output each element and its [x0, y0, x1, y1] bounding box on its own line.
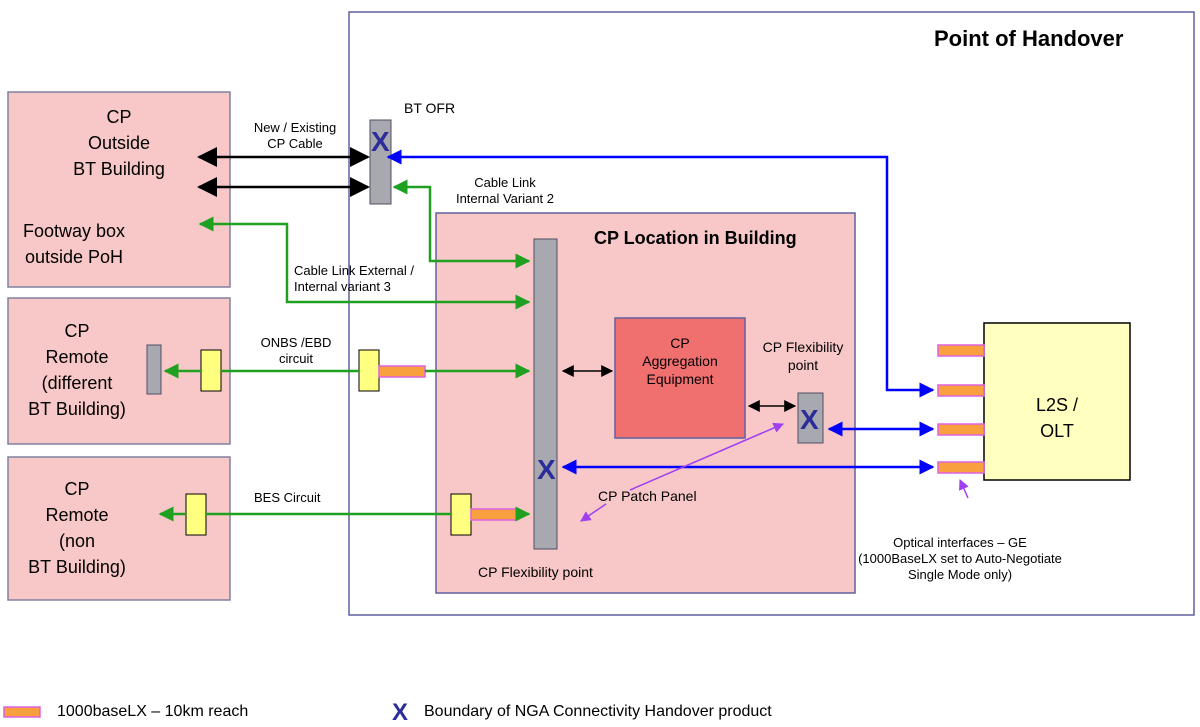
flex-point-right-bar [797, 392, 824, 444]
olt-port-1 [937, 344, 985, 357]
optical-pointer [959, 479, 969, 499]
patch-panel-label: CP Patch Panel [598, 488, 697, 504]
patch-panel-bar [533, 238, 558, 550]
olt-port-4 [937, 461, 985, 474]
bt-ofr-label: BT OFR [404, 100, 456, 116]
patch-panel-pointer-2 [580, 503, 607, 522]
cp-outside-box [7, 91, 231, 288]
patch-panel-x-mark: X [537, 454, 556, 485]
remote-grey-port [146, 344, 162, 395]
olt-port-2 [937, 384, 985, 397]
bes-remote-yellow-connector [185, 493, 207, 536]
flex-point-bottom-label: CP Flexibility point [478, 564, 593, 580]
legend-x-label: Boundary of NGA Connectivity Handover pr… [424, 703, 772, 720]
flex-point-x-mark: X [800, 404, 819, 435]
legend-port-label: 1000baseLX – 10km reach [57, 703, 249, 720]
patch-panel-pointer-1 [629, 422, 784, 491]
blue-ofr-link [386, 149, 935, 398]
l2s-olt-box [983, 322, 1131, 481]
bes-orange-port [470, 508, 518, 521]
ofr-x-mark: X [371, 126, 390, 157]
page-title: Point of Handover [934, 26, 1124, 51]
optical-interfaces-label: Optical interfaces – GE(1000BaseLX set t… [858, 535, 1062, 582]
l2s-olt-label: L2S /OLT [1035, 395, 1079, 441]
legend-port-swatch [3, 706, 41, 718]
onbs-orange-port [378, 365, 426, 378]
onbs-yellow-connector [358, 349, 380, 392]
bes-yellow-connector [450, 493, 472, 536]
bes-label: BES Circuit [254, 490, 321, 505]
legend-x-symbol: X [392, 699, 409, 726]
olt-port-3 [937, 423, 985, 436]
cp-location-title: CP Location in Building [594, 228, 797, 248]
cable-link-ext-label: Cable Link External /Internal variant 3 [294, 263, 414, 294]
remote-yellow-connector [200, 349, 222, 392]
